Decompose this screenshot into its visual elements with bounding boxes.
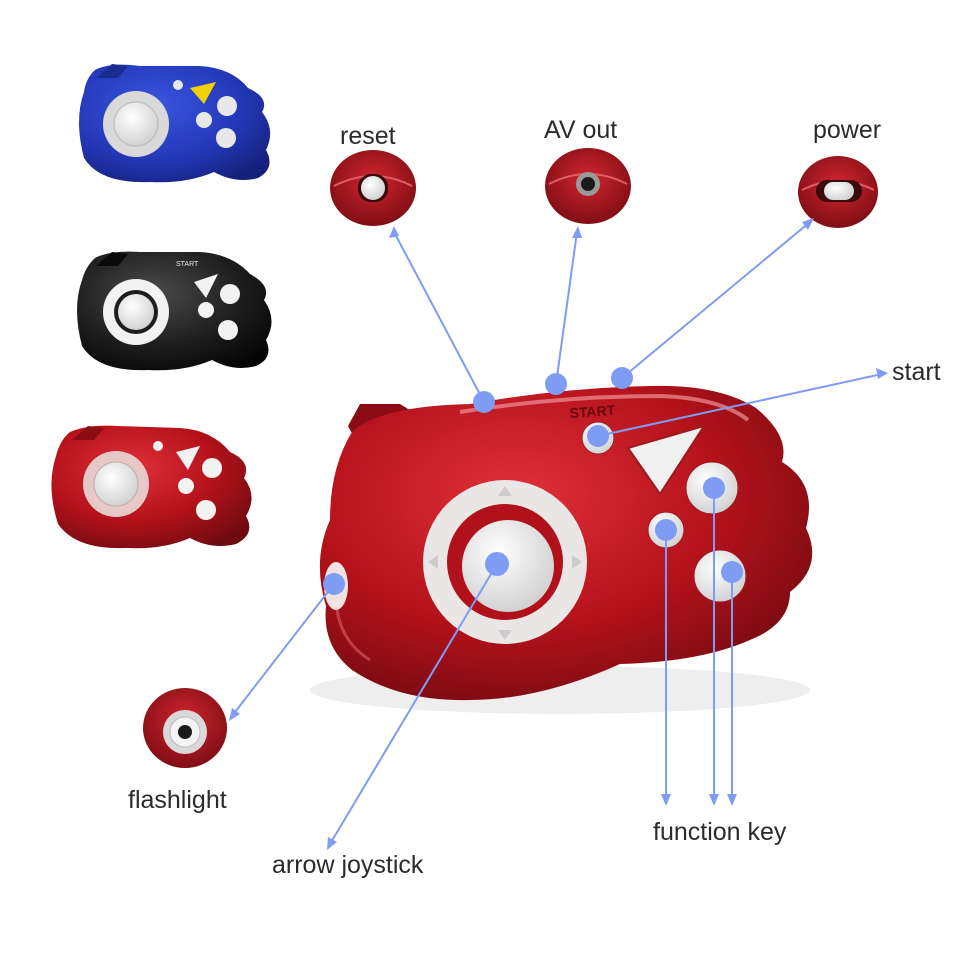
label-reset: reset xyxy=(340,122,396,150)
power-switch-closeup xyxy=(798,156,878,228)
label-arrow-joystick: arrow joystick xyxy=(272,851,424,879)
main-controller: START xyxy=(310,385,813,714)
flashlight-closeup xyxy=(143,688,227,768)
variant-red-controller xyxy=(51,425,252,549)
label-av-out: AV out xyxy=(544,116,618,144)
label-power: power xyxy=(813,116,882,144)
variant-blue-controller xyxy=(79,64,271,183)
pointer-av-out xyxy=(545,226,582,395)
pointer-function-key-2 xyxy=(703,477,725,806)
label-flashlight: flashlight xyxy=(128,786,227,814)
start-print-small: START xyxy=(176,261,199,268)
variant-black-controller: START xyxy=(77,251,272,371)
pointer-power xyxy=(611,218,814,389)
pointer-arrow-joystick xyxy=(327,552,509,850)
start-print: START xyxy=(569,402,616,421)
pointer-reset xyxy=(389,226,495,413)
pointer-flashlight xyxy=(229,573,345,721)
pointer-function-key-1 xyxy=(655,519,677,806)
pointer-start xyxy=(587,368,888,447)
av-out-port-closeup xyxy=(545,148,631,224)
label-start: start xyxy=(892,358,941,386)
reset-port-closeup xyxy=(330,150,416,226)
pointer-function-key-3 xyxy=(721,561,743,806)
label-function-key: function key xyxy=(653,818,787,846)
